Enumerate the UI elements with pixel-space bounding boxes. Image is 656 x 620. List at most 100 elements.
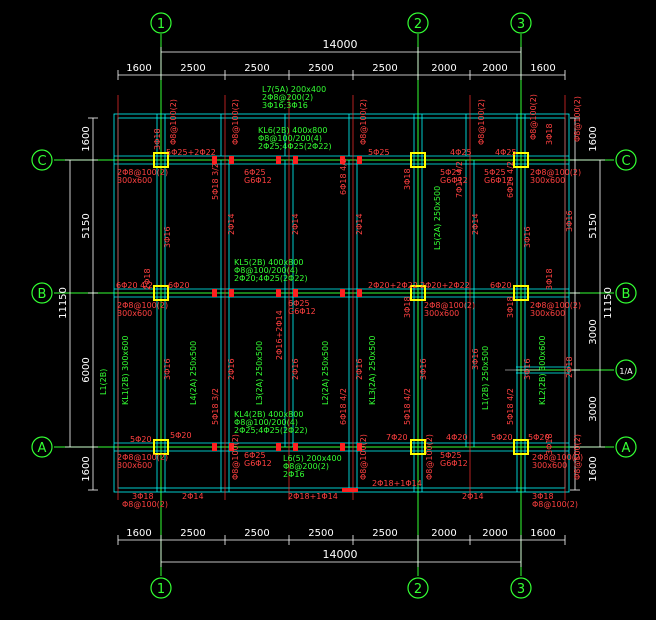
rebar-v-37: Φ8@100(2) bbox=[529, 94, 538, 140]
rebar-v-4: 2Φ14 bbox=[291, 213, 300, 235]
dim-bottom-seg-6: 2000 bbox=[431, 528, 456, 539]
dim-top-seg-7: 2000 bbox=[482, 63, 507, 74]
rebar-bottom-right: 2Φ14 bbox=[462, 492, 484, 501]
rebar-A-right: 5Φ20 bbox=[491, 433, 513, 442]
rebar-v-9: 2Φ14 bbox=[471, 213, 480, 235]
dim-top-seg-5: 2500 bbox=[372, 63, 397, 74]
rebar-v-20: 5Φ18 4/2 bbox=[403, 388, 412, 425]
rebar-v-34: Φ8@100(2) bbox=[231, 99, 240, 145]
rebar-v-25: 2Φ18 bbox=[565, 356, 574, 378]
axis-bubble-bottom-3 bbox=[510, 577, 532, 599]
rebar-B-right: 6Φ20 bbox=[490, 281, 512, 290]
column-1B bbox=[153, 285, 169, 301]
rebar-v-31: 3Φ18 bbox=[545, 268, 554, 290]
beam-label-L7-stirrup: 2Φ8@200(2) bbox=[262, 93, 313, 102]
dim-right-seg-4: 3000 bbox=[588, 396, 599, 421]
rebar-v-6: 2Φ14 bbox=[355, 213, 364, 235]
beam-label-L7: L7(5A) 200x400 bbox=[262, 85, 326, 94]
rebar-v-41: Φ8@100(2) bbox=[425, 434, 434, 480]
rebar-A-col3-s: 2Φ8@100(2) bbox=[532, 453, 583, 462]
rebar-C-col1-size: 300x600 bbox=[117, 176, 152, 185]
beam-label-KL4-rebar: 2Φ25;4Φ25(2Φ22) bbox=[234, 426, 308, 435]
rebar-C-span-2-g: G6Φ12 bbox=[440, 176, 468, 185]
beam-label-KL6-stirrup: Φ8@100/200(4) bbox=[258, 134, 322, 143]
axis-bubble-left-B bbox=[31, 282, 53, 304]
rebar-v-16: 2Φ16+2Φ14 bbox=[275, 310, 284, 360]
rebar-labels-vertical: 3Φ16 5Φ18 3/2 2Φ14 2Φ14 6Φ18 4/2 2Φ14 3Φ… bbox=[143, 94, 582, 480]
rebar-v-30: 3Φ18 bbox=[545, 123, 554, 145]
rebar-C-span-2: 5Φ25 bbox=[440, 168, 462, 177]
rebar-v-13: 3Φ16 bbox=[163, 358, 172, 380]
dim-bottom-total: 14000 bbox=[323, 548, 358, 561]
axis-bubble-right-A bbox=[615, 436, 637, 458]
red-grid-lines bbox=[117, 95, 566, 500]
column-3B bbox=[513, 285, 529, 301]
rebar-C-right-2: 4Φ25 bbox=[495, 148, 517, 157]
dim-top-seg-6: 2000 bbox=[431, 63, 456, 74]
rebar-C-span-1-g: G6Φ12 bbox=[244, 176, 272, 185]
axis-label-right-C: C bbox=[621, 154, 630, 169]
dim-top-seg-4: 2500 bbox=[308, 63, 333, 74]
red-markers bbox=[212, 156, 362, 492]
rebar-v-22: 3Φ16 bbox=[471, 348, 480, 370]
axis-label-left-A: A bbox=[38, 441, 47, 456]
rebar-A-span-1-g: G6Φ12 bbox=[244, 459, 272, 468]
axis-label-top-3: 3 bbox=[517, 17, 525, 32]
beam-label-LL1: L1(2B) bbox=[99, 369, 108, 395]
rebar-v-38: Φ8@100(2) bbox=[573, 96, 582, 142]
rebar-B-span-1-g: G6Φ12 bbox=[288, 307, 316, 316]
rebar-v-18: 6Φ18 4/2 bbox=[339, 388, 348, 425]
axis-bubble-left-A bbox=[31, 436, 53, 458]
axis-bubble-bottom-2 bbox=[407, 577, 429, 599]
dim-left-seg-4: 1600 bbox=[81, 456, 92, 481]
rebar-v-40: Φ8@100(2) bbox=[359, 434, 368, 480]
rebar-A-col1-s: 2Φ8@100(2) bbox=[117, 453, 168, 462]
rebar-bottom-right-s2: Φ8@100(2) bbox=[532, 500, 578, 509]
dim-bottom-seg-8: 1600 bbox=[530, 528, 555, 539]
column-2C bbox=[410, 152, 426, 168]
rebar-A-mid: 7Φ20 bbox=[386, 433, 408, 442]
dim-left-seg-3: 6000 bbox=[81, 357, 92, 382]
rebar-C-span-3-g: G6Φ12 bbox=[484, 176, 512, 185]
rebar-v-29: 3Φ18 bbox=[153, 128, 162, 150]
rebar-B-col1-s: 2Φ8@100(2) bbox=[117, 301, 168, 310]
axis-bubble-bottom-1 bbox=[150, 577, 172, 599]
axis-label-bottom-3: 3 bbox=[517, 582, 525, 597]
rebar-v-15: 2Φ16 bbox=[227, 358, 236, 380]
dimension-texts-vertical: 1600 5150 6000 1600 11150 1600 5150 3000… bbox=[58, 126, 614, 481]
rebar-v-27: 3Φ18 bbox=[403, 296, 412, 318]
rebar-C-col3-size: 300x600 bbox=[530, 176, 565, 185]
axis-bubble-top-2 bbox=[407, 12, 429, 34]
rebar-C-col1-s: 2Φ8@100(2) bbox=[117, 168, 168, 177]
column-1A bbox=[153, 439, 169, 455]
rebar-v-26: 2Φ18 bbox=[143, 268, 152, 290]
axis-label-bottom-2: 2 bbox=[414, 582, 422, 597]
axis-bubble-right-1A bbox=[615, 359, 637, 381]
columns bbox=[153, 152, 529, 455]
beam-label-KL5: KL5(2B) 400x800 bbox=[234, 258, 303, 267]
beam-label-L6-stirrup: Φ8@200(2) bbox=[283, 462, 329, 471]
rebar-v-21: 3Φ16 bbox=[419, 358, 428, 380]
beam-label-L5: L5(2A) 250x500 bbox=[433, 186, 442, 250]
dim-left-total: 11150 bbox=[58, 287, 69, 319]
rebar-B-col3-s: 2Φ8@100(2) bbox=[530, 301, 581, 310]
axis-label-right-A: A bbox=[622, 441, 631, 456]
axis-label-left-C: C bbox=[37, 154, 46, 169]
rebar-A-left-2: 5Φ20 bbox=[170, 431, 192, 440]
dim-top-seg-8: 1600 bbox=[530, 63, 555, 74]
rebar-C-col3-s: 2Φ8@100(2) bbox=[530, 168, 581, 177]
axis-label-top-2: 2 bbox=[414, 17, 422, 32]
rebar-v-7: 3Φ18 bbox=[403, 168, 412, 190]
rebar-A-mid-2: 4Φ20 bbox=[446, 433, 468, 442]
beam-label-L2: L2(2A) 250x500 bbox=[321, 341, 330, 405]
rebar-bottom-mid-2: 2Φ18+1Φ14 bbox=[372, 479, 422, 488]
beam-label-L7-rebar: 3Φ16;3Φ16 bbox=[262, 101, 308, 110]
rebar-labels: 5Φ25+2Φ22 5Φ25 4Φ25 4Φ25 6Φ25 G6Φ12 5Φ25… bbox=[116, 148, 583, 509]
dim-bottom-seg-2: 2500 bbox=[180, 528, 205, 539]
beam-label-KL6: KL6(2B) 400x800 bbox=[258, 126, 327, 135]
rebar-B-mid: 2Φ20+2Φ22 bbox=[368, 281, 418, 290]
rebar-C-span-3: 5Φ25 bbox=[484, 168, 506, 177]
rebar-A-span-1: 6Φ25 bbox=[244, 451, 266, 460]
dim-bottom-seg-1: 1600 bbox=[126, 528, 151, 539]
beam-label-KL2: KL2(2B) 300x600 bbox=[538, 336, 547, 405]
